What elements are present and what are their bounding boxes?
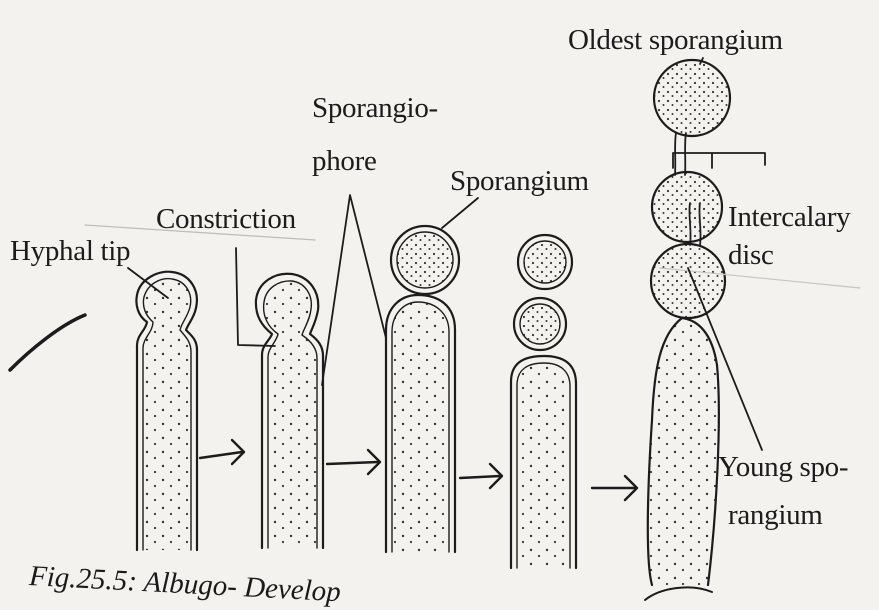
stray-mark [10, 315, 85, 370]
label-young-sporangium-line-1: Young spo- [718, 452, 848, 483]
stage-sporangium-chain [511, 235, 576, 568]
label-sporangiophore-line-1: Sporangio- [312, 93, 438, 124]
stage-mature-chain [645, 60, 730, 600]
leader-sporangiophore [322, 195, 386, 385]
label-sporangium: Sporangium [450, 166, 589, 197]
arrow-2 [327, 450, 380, 474]
stage-single-sporangium [386, 226, 459, 552]
label-constriction: Constriction [156, 204, 296, 235]
leader-sporangium [442, 198, 478, 228]
arrow-1 [200, 440, 244, 464]
stage-constriction [256, 274, 323, 548]
label-sporangiophore-line-2: phore [312, 146, 377, 177]
leader-intercalary-disc [673, 153, 765, 168]
stage-hyphal-tip [136, 272, 197, 550]
label-young-sporangium-line-2: rangium [728, 500, 823, 531]
arrow-4 [592, 476, 637, 500]
label-oldest-sporangium: Oldest sporangium [568, 25, 783, 56]
label-hyphal-tip: Hyphal tip [10, 236, 130, 267]
label-intercalary-disc-line-2: disc [728, 240, 774, 271]
arrow-3 [460, 464, 502, 488]
label-intercalary-disc-line-1: Intercalary [728, 202, 850, 233]
